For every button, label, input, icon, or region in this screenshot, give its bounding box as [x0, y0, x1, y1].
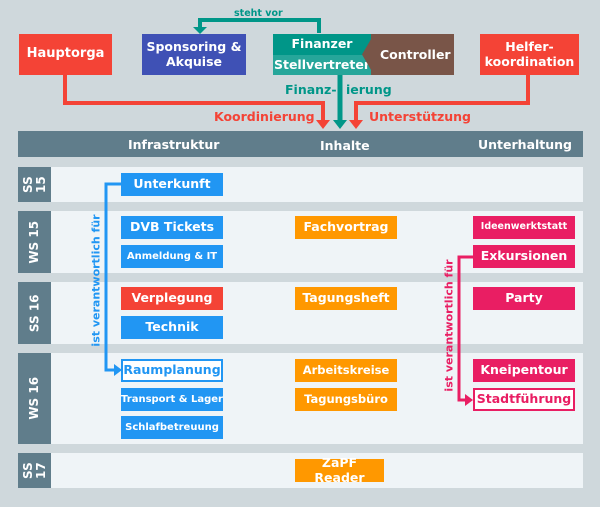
steht-vor-line: [198, 18, 321, 33]
task-kneipentour: Kneipentour: [473, 359, 575, 382]
controller-box: [371, 34, 454, 75]
koordinierung-line: [63, 75, 325, 122]
header-unterhaltung: Unterhaltung: [478, 137, 573, 152]
task-verpflegung: Verplegung: [121, 287, 223, 310]
task-zapf-reader: ZaPF Reader: [295, 455, 384, 484]
task-transport-lager: Transport & Lager: [121, 388, 223, 411]
task-stadtfuehrung: Stadtführung: [473, 388, 575, 411]
task-anmeldung-it: Anmeldung & IT: [121, 245, 223, 268]
task-party: Party: [473, 287, 575, 310]
steht-vor-label: steht vor: [234, 8, 283, 19]
task-tagungsbuero: Tagungsbüro: [295, 388, 397, 411]
task-dvb-tickets: DVB Tickets: [121, 216, 223, 239]
unterstuetzung-arrowhead: [349, 120, 363, 129]
blue-responsibility-arrowhead: [114, 364, 122, 376]
koordinierung-arrowhead: [316, 120, 330, 129]
helferkoordination-box: Helfer- koordination: [480, 34, 579, 75]
semester-ws16: WS 16: [18, 353, 51, 444]
task-raumplanung: Raumplanung: [121, 359, 223, 382]
semester-ss17: SS 17: [18, 453, 51, 488]
task-technik: Technik: [121, 316, 223, 339]
finanzierung-label-left: Finanz-: [285, 82, 337, 97]
controller-label: Controller: [380, 47, 451, 62]
unterstuetzung-label: Unterstützung: [369, 109, 471, 124]
finanzer-box: Finanzer: [273, 34, 371, 55]
steht-vor-arrowhead: [193, 27, 207, 34]
header-inhalte: Inhalte: [320, 138, 370, 153]
pink-responsibility-label: ist verantwortlich für: [442, 258, 456, 392]
hauptorga-box: Hauptorga: [19, 34, 112, 75]
finanzierung-arrowhead: [333, 120, 347, 129]
semester-ws15: WS 15: [18, 211, 51, 273]
task-tagungsheft: Tagungsheft: [295, 287, 397, 310]
blue-responsibility-label: ist verantwortlich für: [89, 213, 103, 347]
task-exkursionen: Exkursionen: [473, 245, 575, 268]
pink-responsibility-line: [457, 255, 473, 402]
semester-ss15: SS 15: [18, 167, 51, 202]
header-infrastruktur: Infrastruktur: [128, 137, 220, 152]
task-fachvortrag: Fachvortrag: [295, 216, 397, 239]
semester-ss16: SS 16: [18, 282, 51, 344]
unterstuetzung-line: [354, 75, 530, 122]
finanzierung-label-right: ierung: [346, 82, 392, 97]
pink-responsibility-arrowhead: [465, 394, 473, 406]
column-header-bar: [18, 131, 583, 157]
stellvertreter-box: Stellvertreter: [273, 55, 371, 75]
task-ideenwerkstatt: Ideenwerktstatt: [473, 216, 575, 239]
koordinierung-label: Koordinierung: [214, 109, 315, 124]
sponsoring-box: Sponsoring & Akquise: [142, 34, 246, 75]
task-arbeitskreise: Arbeitskreise: [295, 359, 397, 382]
blue-responsibility-line: [104, 182, 122, 372]
task-unterkunft: Unterkunft: [121, 173, 223, 196]
task-schlafbetreuung: Schlafbetreuung: [121, 416, 223, 439]
